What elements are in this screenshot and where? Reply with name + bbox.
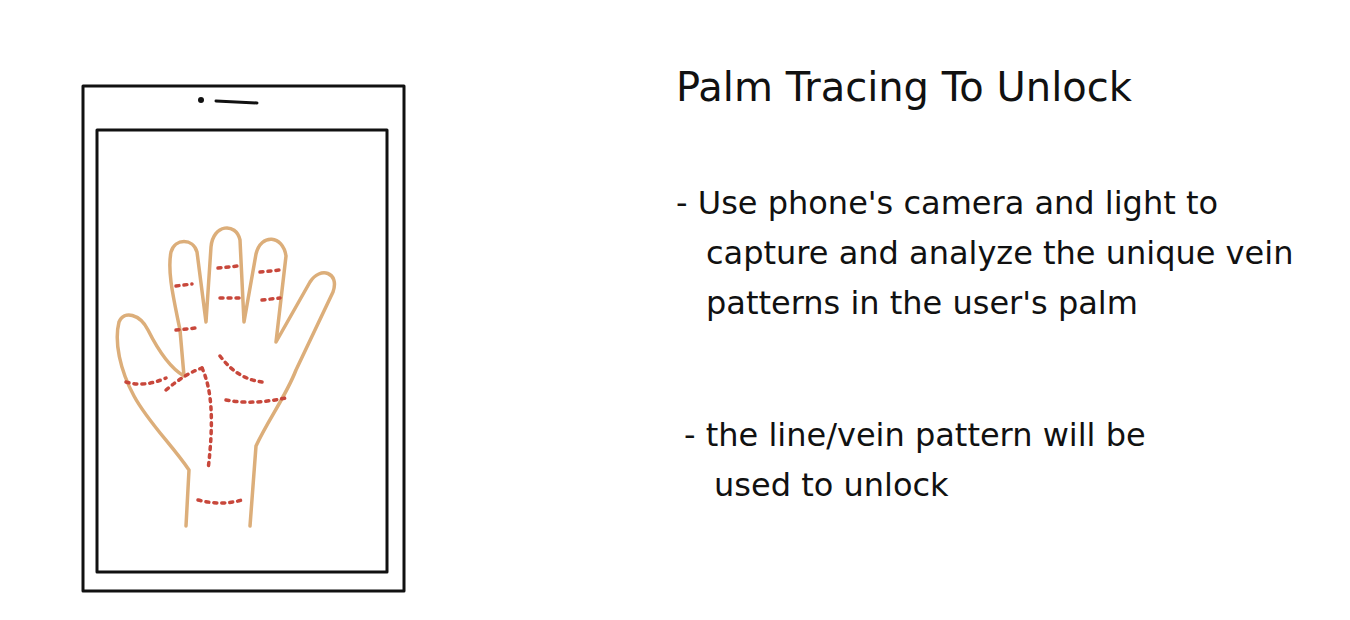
- vein-line: [260, 270, 280, 272]
- vein-line: [166, 368, 202, 390]
- vein-line: [176, 328, 196, 330]
- phone-frame: [83, 86, 404, 591]
- phone-body: [83, 86, 404, 591]
- phone-screen: [97, 130, 387, 572]
- vein-line: [126, 378, 166, 384]
- phone-camera: [198, 97, 204, 103]
- note-text: - the line/vein pattern will be used to …: [684, 410, 1174, 510]
- vein-line: [226, 398, 286, 402]
- vein-line: [262, 298, 280, 300]
- phone-speaker: [216, 101, 257, 103]
- note-text: - Use phone's camera and light to captur…: [676, 178, 1340, 328]
- vein-line: [202, 368, 211, 470]
- hand-outline: [117, 228, 334, 526]
- vein-line: [198, 500, 242, 503]
- vein-line: [220, 356, 262, 382]
- vein-lines: [126, 266, 286, 503]
- vein-line: [220, 296, 240, 300]
- vein-line: [218, 266, 238, 268]
- sketch-title: Palm Tracing To Unlock: [676, 62, 1132, 112]
- vein-line: [176, 284, 192, 286]
